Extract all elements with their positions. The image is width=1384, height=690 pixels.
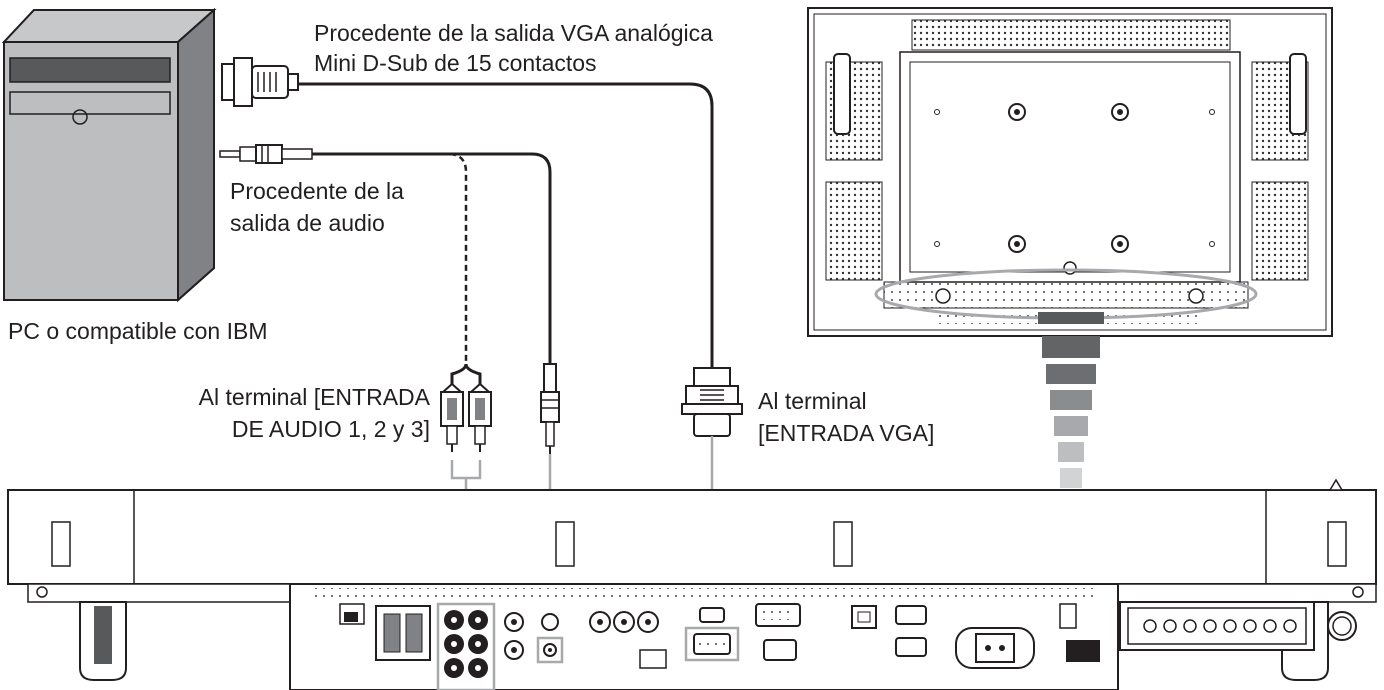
audio-plug-source-icon [219, 144, 313, 164]
audio-cable-solid [312, 152, 552, 364]
rca-plugs-icon [440, 363, 492, 452]
vga-terminal-label-2: [ENTRADA VGA] [758, 420, 935, 446]
vga-plug-source-icon [221, 57, 299, 107]
mini-jack-plug-icon [540, 363, 560, 454]
monitor-rear-view [807, 7, 1333, 337]
audio-terminal-label-2: DE AUDIO 1, 2 y 3] [231, 416, 430, 442]
vga-source-label-2: Mini D-Sub de 15 contactos [314, 50, 597, 76]
pc-tower-icon [1, 7, 217, 303]
audio-source-label-1: Procedente de la [230, 178, 404, 204]
zoom-indicator [1038, 312, 1104, 516]
audio-source-label-2: salida de audio [230, 210, 385, 236]
vga-terminal-label-1: Al terminal [758, 388, 867, 414]
vga-source-label-1: Procedente de la salida VGA analógica [314, 20, 713, 46]
vga-plug-target-icon [681, 367, 743, 437]
vga-cable [298, 82, 714, 372]
pc-caption: PC o compatible con IBM [8, 318, 268, 344]
audio-cable-dashed [440, 152, 468, 364]
audio-terminal-label-1: Al terminal [ENTRADA [198, 384, 430, 410]
monitor-bottom-view [7, 478, 1377, 690]
